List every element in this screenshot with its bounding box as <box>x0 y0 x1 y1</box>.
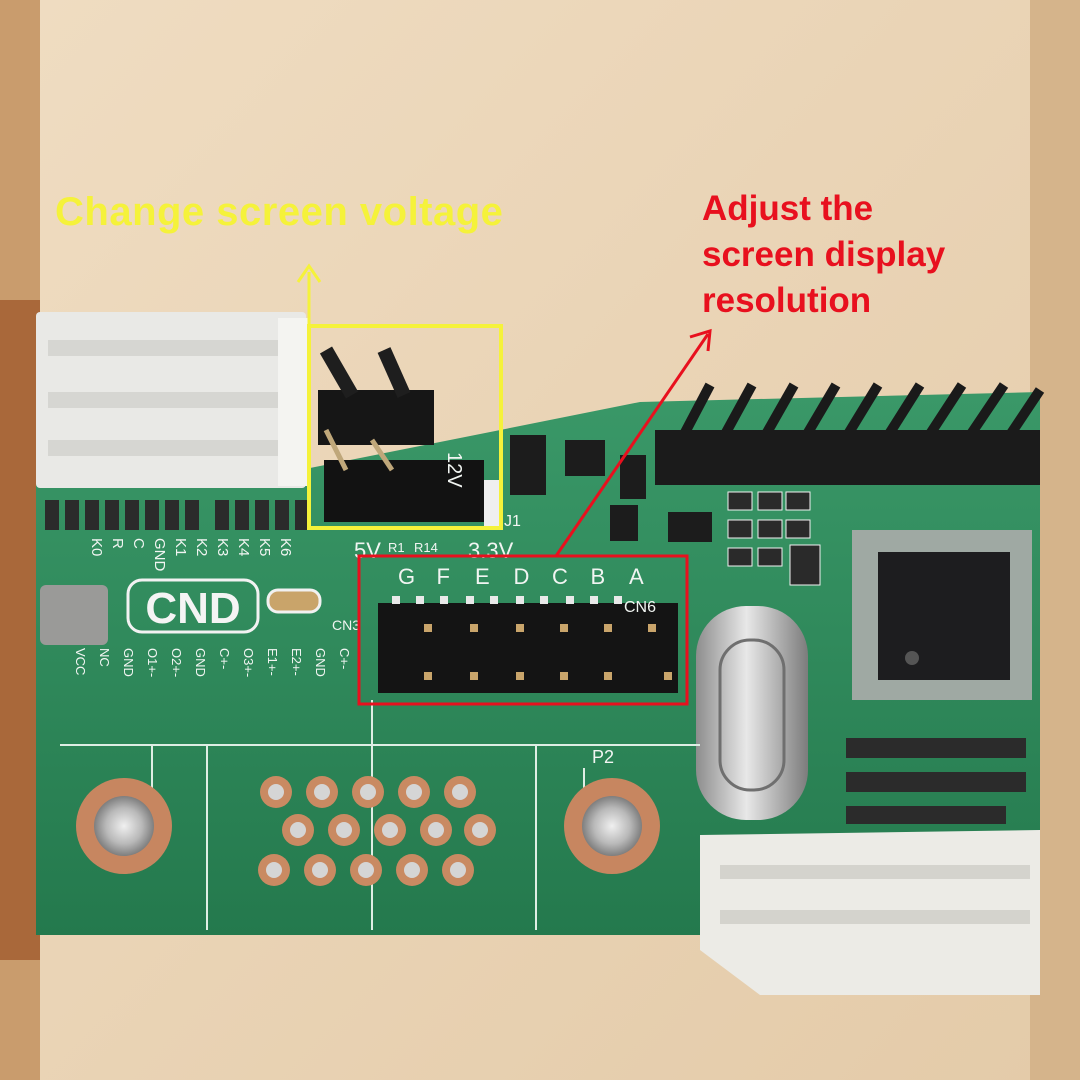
voltage-arrow-head <box>296 263 322 283</box>
key-label: GND <box>151 538 168 572</box>
smd-row-left <box>45 500 309 530</box>
jumper-letter-a: A <box>629 564 644 589</box>
bottom-label: O3+- <box>241 648 256 677</box>
bottom-label: C+- <box>217 648 232 669</box>
bottom-label: C+- <box>337 648 352 669</box>
label-j1: J1 <box>504 513 521 530</box>
key-label: K6 <box>277 538 294 556</box>
resolution-highlight-box <box>357 554 689 706</box>
bottom-label: NC <box>97 648 112 667</box>
key-label: K5 <box>256 538 273 556</box>
capacitor <box>40 585 108 645</box>
left-connector <box>36 312 308 488</box>
jumper-letter-b: B <box>591 564 606 589</box>
key-label: K4 <box>235 538 252 556</box>
voltage-highlight-box <box>307 324 503 530</box>
jumper-letter-c: C <box>552 564 568 589</box>
label-3v3: 3.3V <box>468 538 514 563</box>
resolution-arrow <box>554 333 710 557</box>
bottom-label: O1+- <box>145 648 160 677</box>
qfp-ic-chip <box>852 530 1032 700</box>
label-cn6: CN6 <box>624 599 656 616</box>
key-label: K2 <box>193 538 210 556</box>
cn6-jumper-block <box>378 596 678 693</box>
right-connector <box>700 830 1040 995</box>
svg-text:CND: CND <box>145 584 240 633</box>
label-p2: P2 <box>592 747 614 767</box>
label-cn3: CN3 <box>332 617 360 633</box>
key-label: R <box>109 538 126 549</box>
bottom-label: GND <box>313 648 328 677</box>
voltage-annotation-label: Change screen voltage <box>55 190 504 234</box>
pad-array <box>258 776 496 886</box>
smd-array-bottom-right <box>846 738 1026 824</box>
pcb-board: CND <box>36 312 1045 995</box>
bottom-label: E2+- <box>289 648 304 676</box>
resolution-annotation-line-3: resolution <box>702 281 872 320</box>
bottom-label: E1+- <box>265 648 280 676</box>
bottom-label: GND <box>121 648 136 677</box>
resolution-annotation-line-2: screen display <box>702 235 946 274</box>
smd-components-right <box>727 491 821 586</box>
bottom-label-row: VCC NC GND O1+- O2+- GND C+- O3+- E1+- E2+- GND C+- <box>73 648 352 677</box>
resolution-arrow-head <box>689 328 712 352</box>
crystal-oscillator <box>696 606 808 820</box>
pcb-traces <box>60 700 700 930</box>
bottom-label: O2+- <box>169 648 184 677</box>
smd-components-center <box>510 435 712 542</box>
resolution-annotation-label: Adjust the screen display resolution <box>702 186 945 324</box>
jumper-letter-f: F <box>437 564 450 589</box>
bottom-label: VCC <box>73 648 88 675</box>
jumper-letter-g: G <box>398 564 415 589</box>
jumper-letter-e: E <box>475 564 490 589</box>
resolution-highlight <box>357 328 712 706</box>
bottom-label: GND <box>193 648 208 677</box>
key-label: K1 <box>172 538 189 556</box>
key-label: C <box>130 538 147 549</box>
key-label: K0 <box>88 538 105 556</box>
mounting-holes <box>76 778 660 874</box>
smd-resistor <box>266 588 322 614</box>
resolution-annotation-line-1: Adjust the <box>702 189 874 228</box>
silkscreen-labels: 12V 5V R1 R14 3.3V J1 CN6 CN3 P2 <box>332 452 656 767</box>
label-r14: R14 <box>414 540 438 555</box>
key-label: K3 <box>214 538 231 556</box>
label-r1: R1 <box>388 540 405 555</box>
jumper-letter-d: D <box>514 564 530 589</box>
voltage-jumper-pins <box>318 346 502 528</box>
label-12v: 12V <box>443 452 465 488</box>
board-logo: CND <box>126 578 260 634</box>
voltage-highlight <box>296 263 503 530</box>
